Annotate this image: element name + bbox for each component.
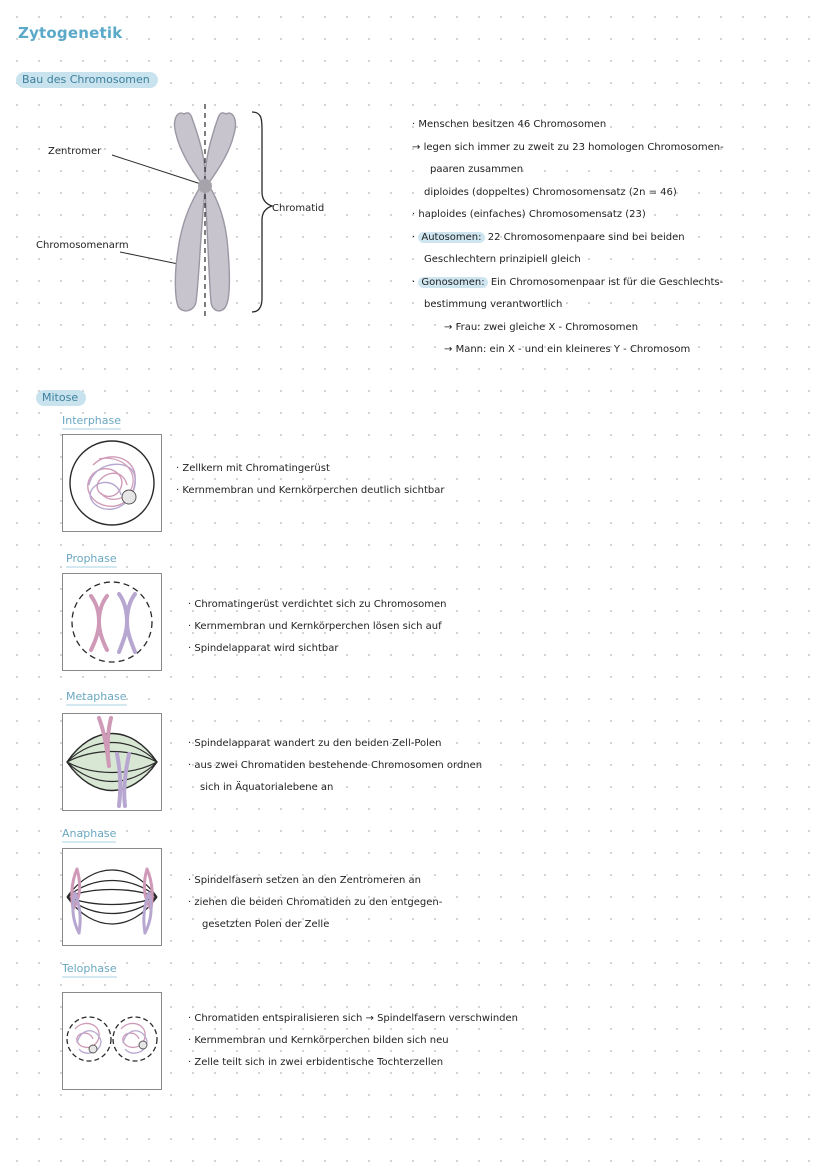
gonosomen-label: Gonosomen: (418, 276, 488, 288)
anaphase-diagram (62, 848, 162, 946)
label-zentromer: Zentromer (48, 146, 102, 157)
metaphase-diagram (62, 713, 162, 811)
fact-item: diploides (doppeltes) Chromosomensatz (2… (424, 186, 677, 198)
autosomen-label: Autosomen: (418, 231, 485, 243)
fact-item: · haploides (einfaches) Chromosomensatz … (412, 209, 646, 220)
fact-item: → legen sich immer zu zweit zu 23 homolo… (412, 141, 724, 153)
chromosome-diagram (111, 104, 275, 318)
fact-item: paaren zusammen (430, 164, 524, 175)
page-title: Zytogenetik (18, 24, 123, 42)
interphase-bullets: · Zellkern mit Chromatingerüst · Kernmem… (176, 463, 445, 496)
phase-title-prophase: Prophase (66, 552, 117, 568)
prophase-diagram (62, 573, 162, 671)
left-chromatid (173, 112, 207, 312)
telophase-bullets: · Chromatiden entspiralisieren sich → Sp… (188, 1013, 518, 1068)
phase-title-metaphase: Metaphase (66, 690, 127, 706)
phase-title-telophase: Telophase (62, 962, 117, 978)
telophase-diagram (62, 992, 162, 1090)
chromosome-facts: · Menschen besitzen 46 Chromosomen → leg… (412, 114, 822, 362)
zentromer-pointer (111, 154, 205, 186)
fact-item: · Menschen besitzen 46 Chromosomen (412, 119, 607, 130)
metaphase-bullets: · Spindelapparat wandert zu den beiden Z… (188, 738, 483, 793)
interphase-diagram (62, 434, 162, 532)
fact-item: · Autosomen: 22 Chromosomenpaare sind be… (412, 231, 685, 243)
phase-title-interphase: Interphase (62, 414, 121, 430)
fact-item: Geschlechtern prinzipiell gleich (424, 254, 581, 265)
fact-item: → Frau: zwei gleiche X - Chromosomen (444, 321, 639, 333)
fact-item: bestimmung verantwortlich (424, 299, 563, 310)
fact-item: → Mann: ein X - und ein kleineres Y - Ch… (444, 344, 691, 355)
fact-item: · Gonosomen: Ein Chromosomenpaar ist für… (412, 276, 724, 288)
phase-title-anaphase: Anaphase (62, 827, 116, 843)
mitose-heading: Mitose (36, 390, 87, 406)
right-chromatid (204, 112, 237, 312)
chromatid-brace (251, 111, 275, 313)
label-chromosomenarm: Chromosomenarm (36, 240, 129, 251)
chromosome-section-heading: Bau des Chromosomen (16, 72, 158, 88)
label-chromatid: Chromatid (272, 203, 325, 214)
prophase-bullets: · Chromatingerüst verdichtet sich zu Chr… (188, 599, 447, 654)
anaphase-bullets: · Spindelfasern setzen an den Zentromere… (188, 875, 443, 930)
centromere-dot (198, 179, 212, 193)
